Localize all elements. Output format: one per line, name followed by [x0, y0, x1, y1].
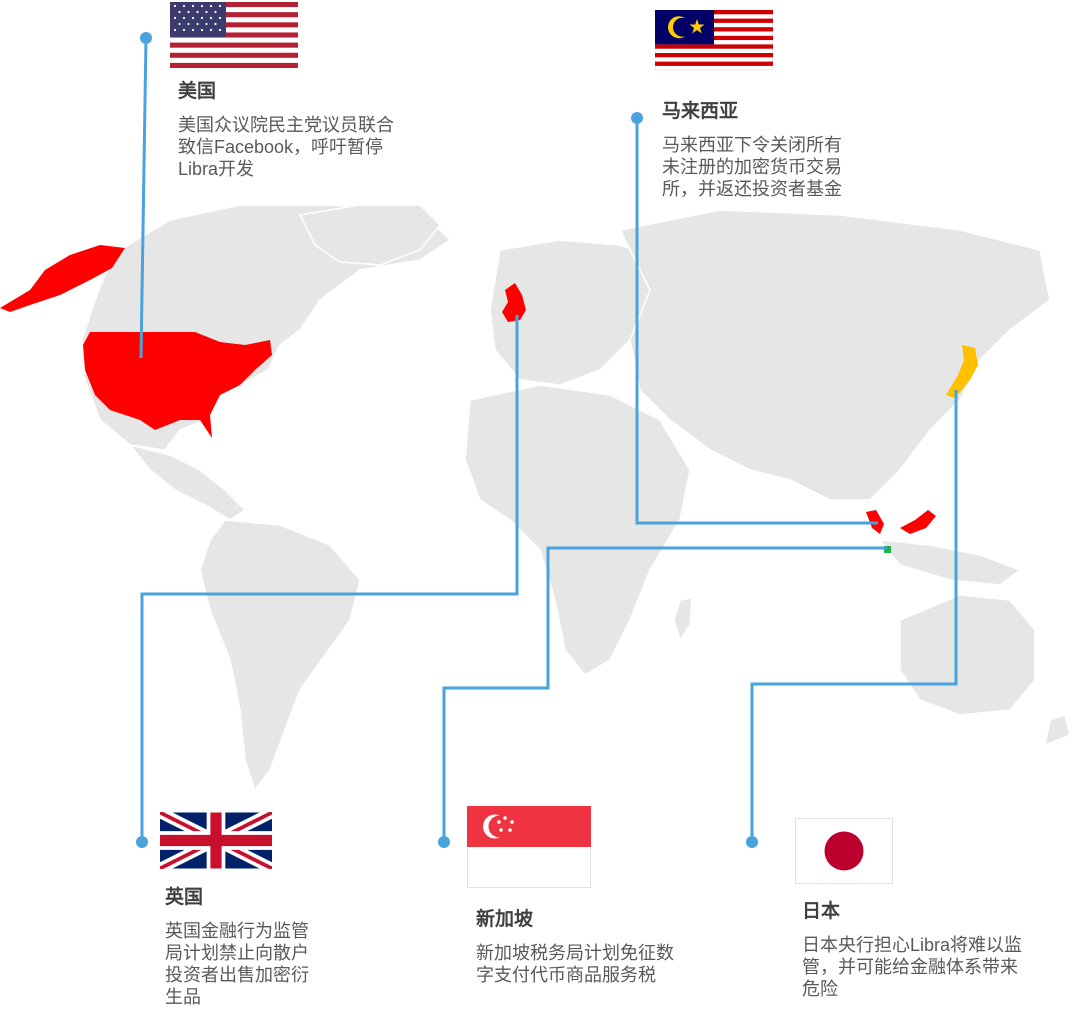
usa-info: 美国 美国众议院民主党议员联合 致信Facebook，呼吁暂停 Libra开发 — [178, 80, 394, 180]
malaysia-connector-dot — [631, 112, 643, 124]
description-line: 未注册的加密货币交易 — [662, 157, 842, 177]
description-line: 危险 — [802, 979, 838, 999]
se-asia-islands-land — [878, 539, 1022, 586]
country-name: 日本 — [802, 901, 841, 922]
alaska-highlight — [0, 245, 125, 312]
country-description: 美国众议院民主党议员联合 致信Facebook，呼吁暂停 Libra开发 — [178, 114, 394, 180]
malaysia-connector — [635, 118, 878, 525]
description-line: 管，并可能给金融体系带来 — [802, 957, 1018, 977]
description-line: 所，并返还投资者基金 — [662, 179, 842, 199]
highlighted-countries — [0, 245, 978, 553]
uk-highlight — [502, 283, 526, 322]
uk-connector-dot — [136, 836, 148, 848]
connector-dots — [136, 32, 758, 848]
madagascar-land — [673, 597, 693, 642]
japan-connector-dot — [746, 836, 758, 848]
country-name: 英国 — [165, 887, 204, 908]
usa-highlight — [83, 332, 272, 438]
uk-connector — [140, 315, 519, 842]
description-line: 新加坡税务局计划免征数 — [476, 943, 674, 963]
africa-land — [464, 384, 691, 676]
description-line: 美国众议院民主党议员联合 — [178, 115, 394, 135]
usa-connector — [139, 37, 148, 359]
south-america-land — [199, 519, 361, 792]
europe-land — [489, 239, 661, 386]
description-line: 局计划禁止向散户 — [165, 943, 309, 963]
japan-info: 日本 日本央行担心Libra将难以监 管，并可能给金融体系带来 危险 — [802, 900, 1022, 1000]
country-name: 马来西亚 — [662, 101, 739, 122]
description-line: 英国金融行为监管 — [165, 921, 309, 941]
land-masses — [81, 204, 1071, 792]
country-description: 英国金融行为监管 局计划禁止向散户 投资者出售加密衍 生品 — [165, 920, 309, 1008]
japan-highlight — [946, 345, 978, 398]
malaysia-info: 马来西亚 马来西亚下令关闭所有 未注册的加密货币交易 所，并返还投资者基金 — [662, 100, 842, 200]
malaysia-borneo-highlight — [900, 510, 936, 534]
connector-lines — [139, 37, 958, 842]
description-line: 致信Facebook，呼吁暂停 — [178, 137, 384, 157]
malaysia-flag-icon — [655, 10, 773, 70]
uk-info: 英国 英国金融行为监管 局计划禁止向散户 投资者出售加密衍 生品 — [165, 886, 309, 1008]
country-description: 新加坡税务局计划免征数 字支付代币商品服务税 — [476, 942, 674, 986]
new-zealand-land — [1043, 714, 1071, 747]
singapore-connector — [442, 546, 887, 842]
australia-land — [899, 594, 1036, 716]
usa-connector-dot — [140, 32, 152, 44]
description-line: 投资者出售加密衍 — [165, 965, 309, 985]
description-line: Libra开发 — [178, 159, 255, 179]
description-line: 字支付代币商品服务税 — [476, 965, 656, 985]
singapore-flag-icon — [467, 806, 591, 888]
usa-flag-icon — [170, 2, 298, 68]
central-america-land — [128, 443, 247, 521]
singapore-info: 新加坡 新加坡税务局计划免征数 字支付代币商品服务税 — [476, 908, 674, 986]
uk-flag-icon — [160, 812, 272, 869]
country-description: 马来西亚下令关闭所有 未注册的加密货币交易 所，并返还投资者基金 — [662, 134, 842, 200]
description-line: 马来西亚下令关闭所有 — [662, 135, 842, 155]
asia-land — [618, 209, 1051, 501]
country-description: 日本央行担心Libra将难以监 管，并可能给金融体系带来 危险 — [802, 934, 1022, 1000]
country-name: 新加坡 — [476, 909, 534, 930]
japan-flag-icon — [795, 818, 893, 884]
greenland-land — [298, 204, 442, 266]
description-line: 生品 — [165, 987, 201, 1007]
singapore-connector-dot — [438, 836, 450, 848]
japan-connector — [750, 390, 958, 842]
description-line: 日本央行担心Libra将难以监 — [802, 935, 1023, 955]
country-name: 美国 — [178, 81, 217, 102]
